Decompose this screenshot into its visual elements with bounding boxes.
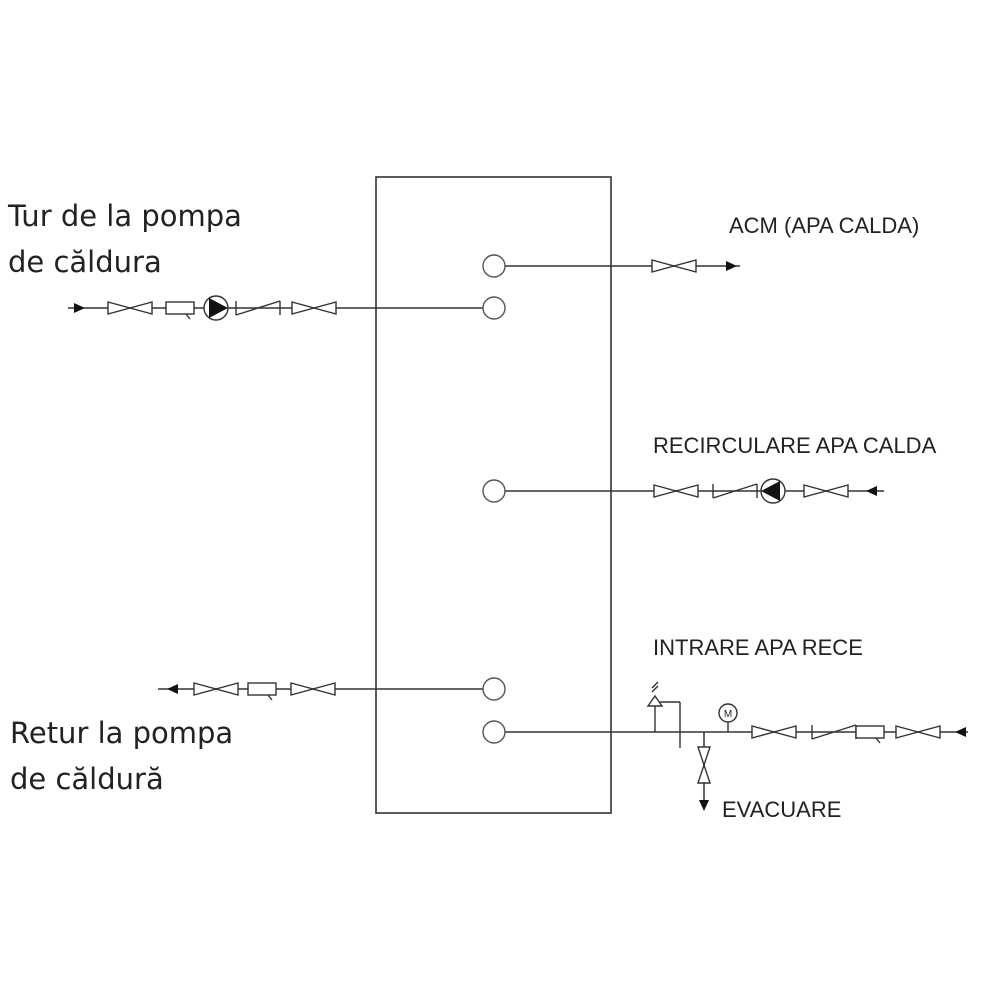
valve-icon: [653, 484, 699, 498]
valve-icon: [803, 484, 849, 498]
flow-arrow-icon: [699, 800, 709, 811]
return-label: Retur la pompa de căldură: [10, 710, 233, 802]
flow-arrow-icon: [167, 684, 178, 694]
return-label-line1: Retur la pompa: [10, 716, 234, 750]
valve-icon: [651, 259, 697, 273]
supply-label: Tur de la pompa de căldura: [8, 193, 242, 285]
drain-valve-icon: [697, 746, 711, 784]
port-circle-icon: [482, 296, 506, 320]
supply-label-line2: de căldura: [8, 245, 162, 279]
flow-arrow-icon: [866, 486, 877, 496]
port-circle-icon: [482, 720, 506, 744]
port-circle-icon: [482, 677, 506, 701]
valve-icon: [193, 682, 239, 696]
return-label-line2: de căldură: [10, 762, 164, 796]
strainer-icon: [165, 301, 195, 320]
valve-icon: [291, 301, 337, 315]
valve-icon: [290, 682, 336, 696]
pump-icon: [203, 295, 229, 321]
valve-icon: [895, 725, 941, 739]
strainer-icon: [855, 725, 885, 744]
supply-label-line1: Tur de la pompa: [8, 199, 242, 233]
flow-arrow-icon: [955, 727, 966, 737]
manometer-icon: M: [718, 703, 738, 732]
port-circle-icon: [482, 479, 506, 503]
manometer-symbol: M: [724, 709, 732, 720]
drain-label: EVACUARE: [722, 797, 842, 822]
hot-water-label: ACM (APA CALDA): [729, 213, 920, 238]
valve-icon: [751, 725, 797, 739]
flow-arrow-icon: [74, 303, 85, 313]
safety-valve-icon: [646, 681, 681, 748]
port-circle-icon: [482, 254, 506, 278]
cold-inlet-label: INTRARE APA RECE: [653, 635, 863, 660]
pump-icon: [760, 478, 786, 504]
recirculation-label: RECIRCULARE APA CALDA: [653, 433, 937, 458]
flow-arrow-icon: [726, 261, 737, 271]
strainer-icon: [247, 682, 277, 701]
valve-icon: [107, 301, 153, 315]
